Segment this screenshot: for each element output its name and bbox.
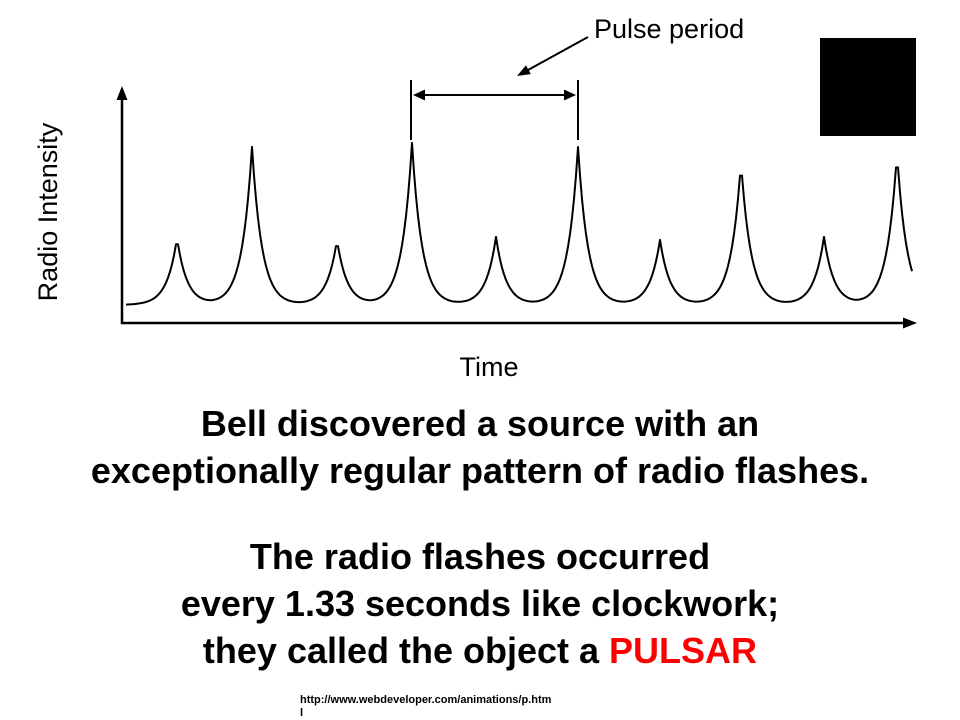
source-url: http://www.webdeveloper.com/animations/p… xyxy=(300,694,580,720)
paragraph-discovery-line2: exceptionally regular pattern of radio f… xyxy=(90,450,870,491)
paragraph-pulsar-line3-prefix: they called the object a xyxy=(202,630,610,671)
pulse-chart: Pulse period Radio Intensity Time xyxy=(33,14,917,382)
paragraph-pulsar-line1: The radio flashes occurred xyxy=(249,536,711,577)
paragraph-pulsar: The radio flashes occurred every 1.33 se… xyxy=(0,533,960,674)
period-arrowhead-left xyxy=(413,89,425,101)
paragraph-discovery: Bell discovered a source with an excepti… xyxy=(0,400,960,494)
paragraph-pulsar-line3: they called the object a PULSAR xyxy=(0,627,960,674)
y-axis-label: Radio Intensity xyxy=(33,122,63,302)
pulse-period-label: Pulse period xyxy=(594,14,745,44)
black-placeholder-box xyxy=(820,38,916,136)
y-axis-arrowhead xyxy=(116,86,128,100)
paragraph-discovery-line1: Bell discovered a source with an xyxy=(200,403,760,444)
pulse-waveform-svg xyxy=(116,36,917,329)
waveform xyxy=(125,141,913,306)
annotation-arrow xyxy=(527,36,589,71)
x-axis-arrowhead xyxy=(903,317,917,329)
source-url-line2: l xyxy=(300,707,304,719)
period-arrowhead-right xyxy=(564,89,576,101)
x-axis-label: Time xyxy=(459,352,519,382)
annotation-arrowhead xyxy=(517,65,531,76)
pulsar-highlight: PULSAR xyxy=(609,630,758,671)
source-url-line1: http://www.webdeveloper.com/animations/p… xyxy=(300,694,552,706)
paragraph-pulsar-line2: every 1.33 seconds like clockwork; xyxy=(180,583,780,624)
